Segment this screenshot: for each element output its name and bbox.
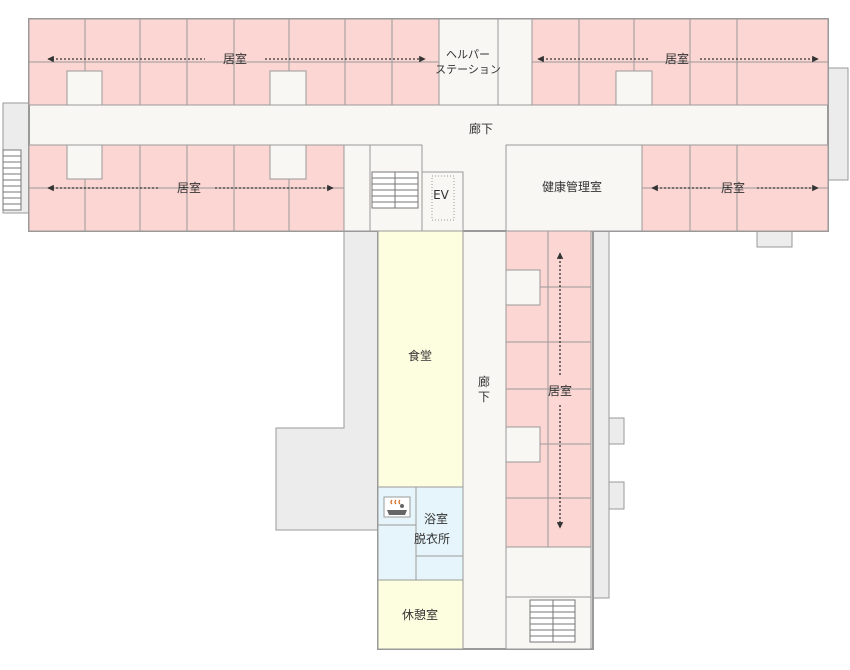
stairs	[2, 149, 576, 643]
lounge-room	[377, 579, 464, 650]
room-label-bath-1: 浴室	[424, 511, 448, 526]
room-label-helper-station-2: ステーション	[435, 63, 501, 76]
room-label-elevator: EV	[433, 188, 450, 202]
closets	[66, 70, 653, 463]
room-label-lounge: 休憩室	[402, 607, 438, 622]
room-label-residence-ne: 居室	[665, 51, 689, 66]
room-label-residence-nw: 居室	[223, 51, 247, 66]
room-label-bath-2: 脱衣所	[414, 531, 450, 546]
room-label-helper-station-1: ヘルパー	[446, 48, 490, 61]
exterior-areas	[2, 67, 849, 599]
room-label-residence-south-wing: 居室	[548, 383, 572, 398]
hot-spring-bath-icon	[383, 496, 411, 518]
room-label-health-office: 健康管理室	[542, 179, 602, 194]
room-label-corridor-wing-1: 廊	[478, 374, 490, 389]
room-label-residence-w: 居室	[177, 180, 201, 195]
room-label-corridor-main: 廊下	[469, 121, 493, 136]
room-label-residence-e: 居室	[721, 180, 745, 195]
room-label-corridor-wing-2: 下	[478, 390, 490, 404]
direction-arrows	[47, 55, 819, 529]
room-label-dining: 食堂	[408, 348, 432, 363]
